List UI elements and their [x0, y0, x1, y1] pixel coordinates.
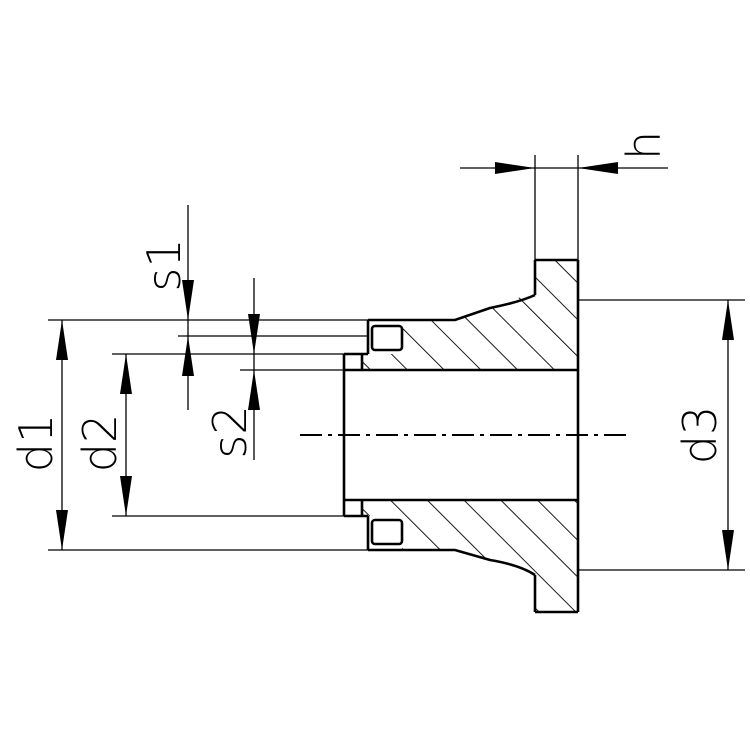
label-d2: d2	[73, 414, 127, 472]
dimension-d3	[722, 300, 734, 570]
dimension-s1	[182, 205, 194, 410]
label-d3: d3	[673, 406, 727, 464]
label-s2: s2	[203, 405, 257, 458]
section-bottom-hatch	[362, 500, 578, 612]
extension-lines	[48, 155, 745, 571]
label-d1: d1	[9, 414, 63, 472]
dimension-d1	[56, 320, 68, 550]
part-outline	[342, 258, 580, 614]
dimension-h	[460, 162, 668, 174]
dimension-s2	[248, 278, 260, 460]
dimension-d2	[120, 354, 132, 516]
label-s1: s1	[137, 238, 191, 291]
label-h: h	[617, 131, 671, 160]
